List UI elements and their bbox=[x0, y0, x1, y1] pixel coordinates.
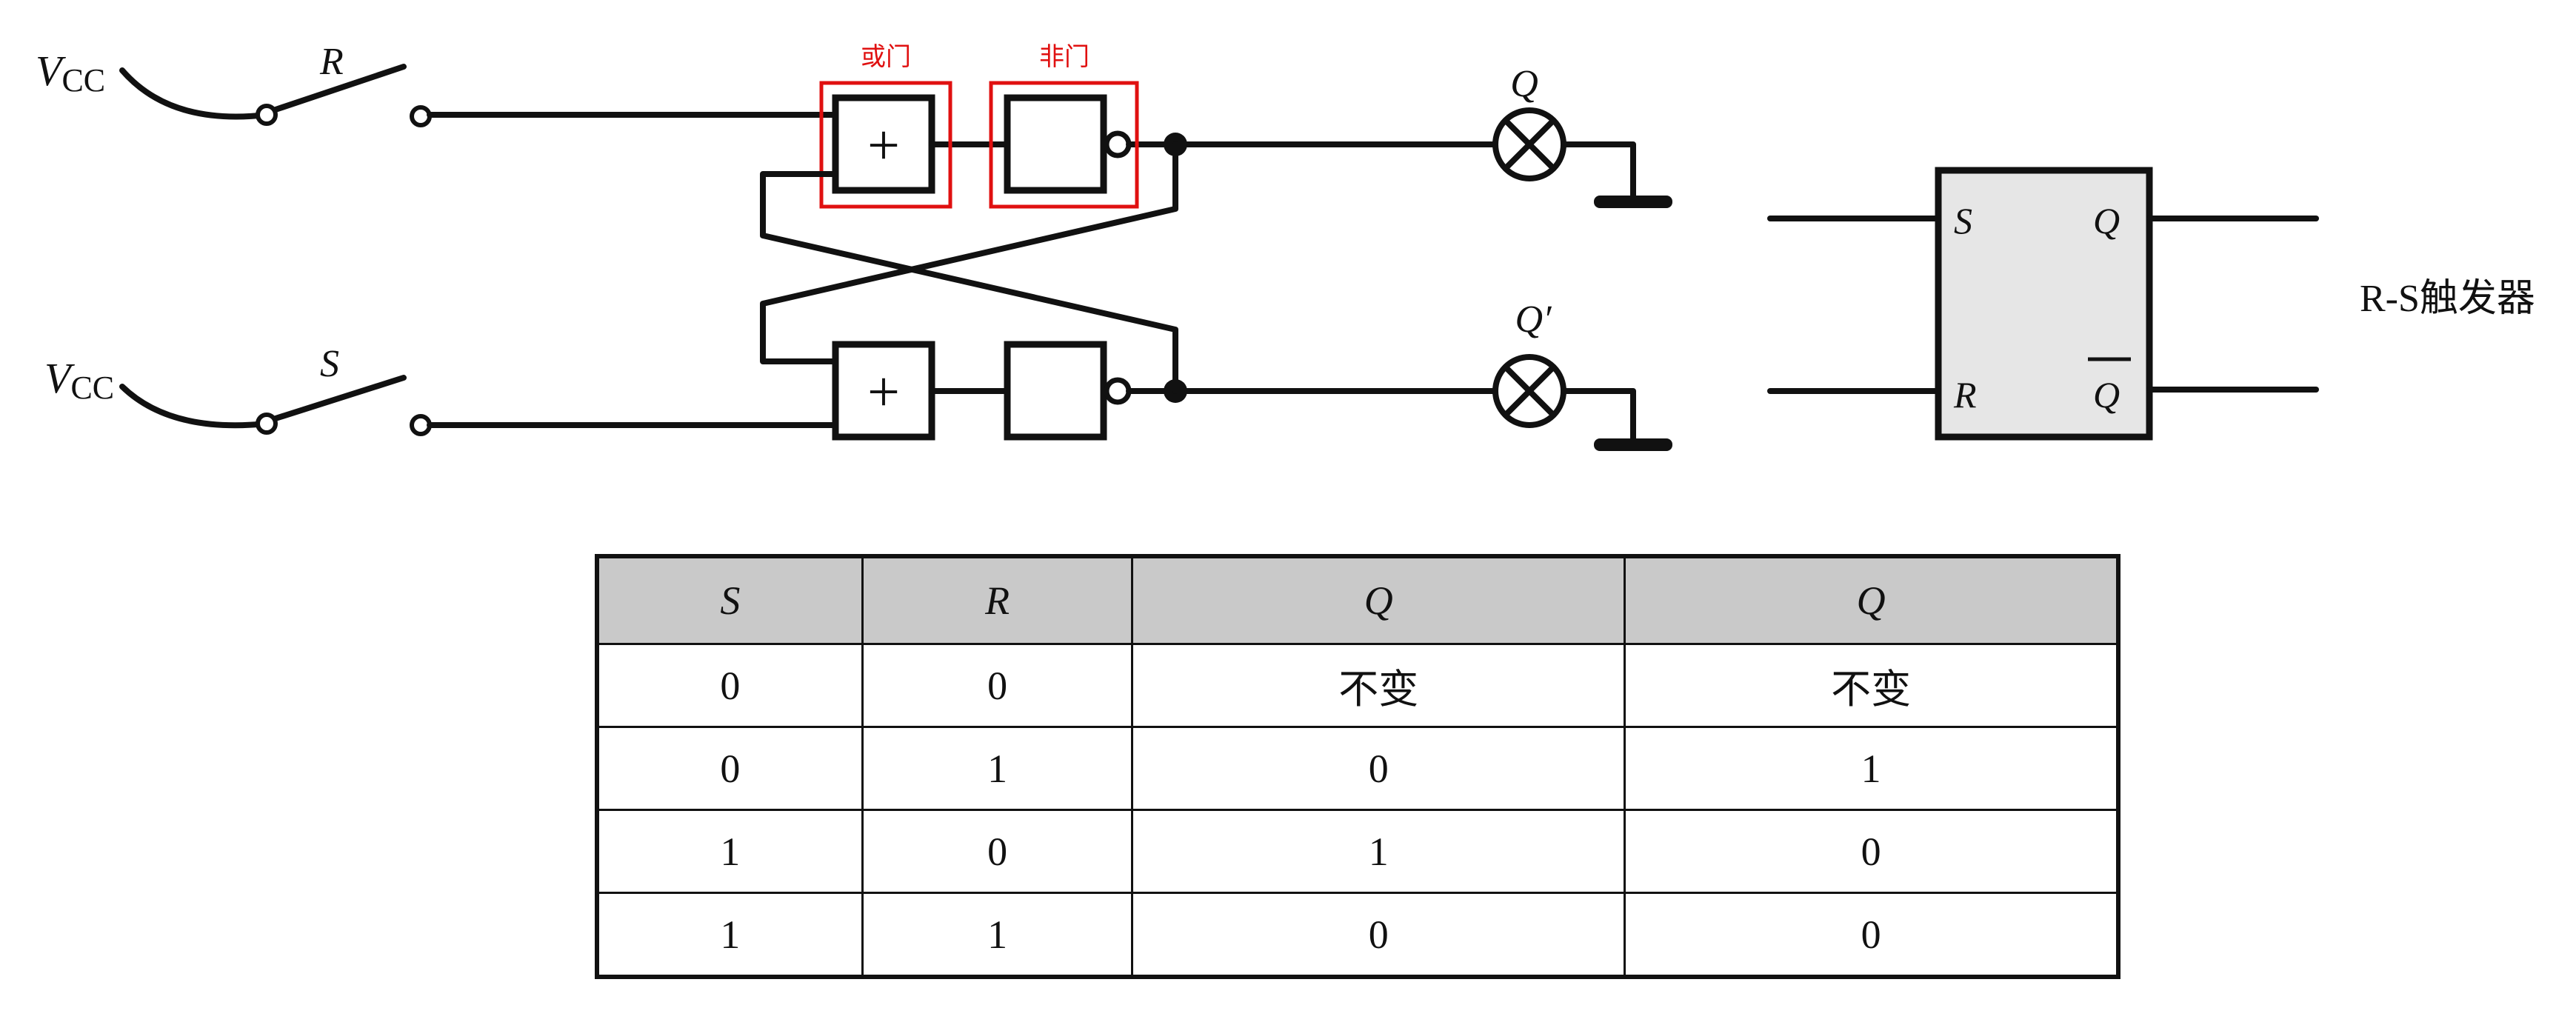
header-s: S bbox=[595, 555, 864, 645]
not-gate-top bbox=[1004, 94, 1132, 194]
flipflop-pin-q: Q bbox=[2093, 200, 2120, 241]
switch-s-pivot bbox=[256, 413, 278, 435]
lamp-q-prime-label: Q′ bbox=[1515, 298, 1553, 341]
or-gate-bottom: + bbox=[832, 341, 935, 441]
or-gate-bottom-symbol: + bbox=[867, 359, 900, 424]
not-gate-bottom bbox=[1004, 341, 1132, 441]
ground-wire-q bbox=[1561, 141, 1636, 203]
switch-r-pivot bbox=[256, 104, 278, 126]
flipflop-body bbox=[1935, 167, 2153, 441]
ground-wire-q-prime bbox=[1561, 388, 1636, 445]
switch-r-terminal bbox=[410, 105, 432, 127]
table-row: 0 0 不变 不变 bbox=[595, 643, 2120, 728]
table-row: 1 1 0 0 bbox=[595, 892, 2120, 978]
lamp-q-label: Q bbox=[1510, 63, 1538, 105]
flipflop-block: S R Q Q bbox=[1767, 167, 2319, 441]
cell-s: 1 bbox=[595, 892, 864, 978]
lamp-q-prime: Q′ bbox=[1492, 298, 1566, 428]
not-gate-top-bubble bbox=[1104, 130, 1132, 158]
cell-s: 1 bbox=[595, 809, 864, 894]
flipflop-pin-s: S bbox=[1954, 200, 1972, 241]
cell-r: 1 bbox=[861, 726, 1134, 811]
cell-s: 0 bbox=[595, 726, 864, 811]
flipflop-pin-qbar: Q bbox=[2093, 374, 2120, 415]
feedback-q-to-bottom-or bbox=[760, 141, 1178, 364]
or-gate-top-symbol: + bbox=[867, 113, 900, 177]
cell-r: 0 bbox=[861, 643, 1134, 728]
vcc-bottom-label: VCC bbox=[44, 354, 114, 406]
not-gate-annotation: 非门 bbox=[1039, 42, 1090, 72]
switch-s: VCC S bbox=[44, 343, 432, 436]
feedback-q-prime-to-top-or bbox=[760, 171, 1178, 394]
switch-r-label: R bbox=[319, 41, 344, 83]
lamp-q: Q bbox=[1492, 63, 1566, 181]
ground-q-prime-icon bbox=[1594, 438, 1672, 451]
header-q-bar: Q bbox=[1624, 555, 2120, 645]
switch-s-blade bbox=[273, 375, 407, 421]
cell-r: 0 bbox=[861, 809, 1134, 894]
cell-q: 0 bbox=[1131, 726, 1626, 811]
flipflop-pin-r: R bbox=[1953, 374, 1977, 415]
vcc-bottom-wire bbox=[119, 384, 270, 429]
cell-q-bar: 0 bbox=[1624, 809, 2120, 894]
cell-q-bar: 1 bbox=[1624, 726, 2120, 811]
cell-q-bar: 0 bbox=[1624, 892, 2120, 978]
header-r: R bbox=[861, 555, 1134, 645]
cell-r: 1 bbox=[861, 892, 1134, 978]
vcc-top-wire bbox=[119, 67, 270, 120]
table-header-row: S R Q Q bbox=[595, 555, 2120, 645]
switch-r: VCC R bbox=[36, 41, 432, 127]
cell-q-bar: 不变 bbox=[1624, 643, 2120, 728]
not-gate-bottom-bubble bbox=[1104, 377, 1132, 405]
truth-table: S R Q Q 0 0 不变 不变 0 1 0 1 1 0 1 0 1 1 0 bbox=[595, 554, 2120, 979]
or-gate-annotation: 或门 bbox=[861, 42, 911, 72]
table-row: 1 0 1 0 bbox=[595, 809, 2120, 894]
not-gate-highlight bbox=[989, 81, 1139, 209]
cell-q: 0 bbox=[1131, 892, 1626, 978]
cell-q: 1 bbox=[1131, 809, 1626, 894]
table-row: 0 1 0 1 bbox=[595, 726, 2120, 811]
cell-q: 不变 bbox=[1131, 643, 1626, 728]
switch-r-blade bbox=[273, 64, 407, 113]
or-gate-highlight bbox=[819, 81, 952, 209]
or-gate-top: + bbox=[832, 94, 935, 194]
vcc-top-label: VCC bbox=[36, 47, 105, 99]
flipflop-title: R-S触发器 bbox=[2360, 278, 2535, 320]
header-q: Q bbox=[1131, 555, 1626, 645]
ground-q-icon bbox=[1594, 196, 1672, 208]
switch-s-label: S bbox=[320, 343, 339, 385]
cell-s: 0 bbox=[595, 643, 864, 728]
